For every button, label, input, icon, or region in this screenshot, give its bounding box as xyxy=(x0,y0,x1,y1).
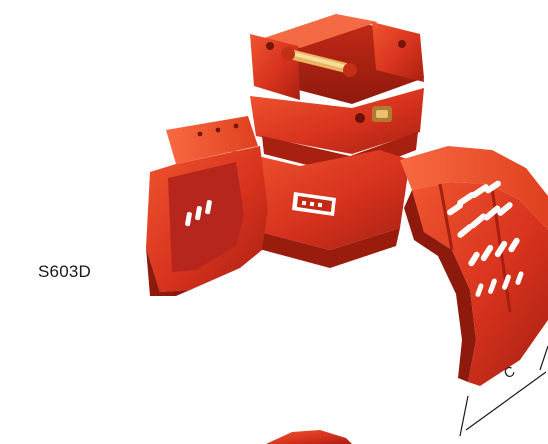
model-label: S603D xyxy=(38,262,91,281)
brand-logo-plate xyxy=(292,192,336,216)
rotator-body xyxy=(250,88,424,176)
center-frame xyxy=(232,150,410,268)
top-bracket xyxy=(250,14,424,104)
next-product-partial xyxy=(266,430,352,444)
left-jaw xyxy=(146,116,268,296)
right-jaw xyxy=(400,146,548,386)
dimension-c-lines xyxy=(459,345,548,437)
